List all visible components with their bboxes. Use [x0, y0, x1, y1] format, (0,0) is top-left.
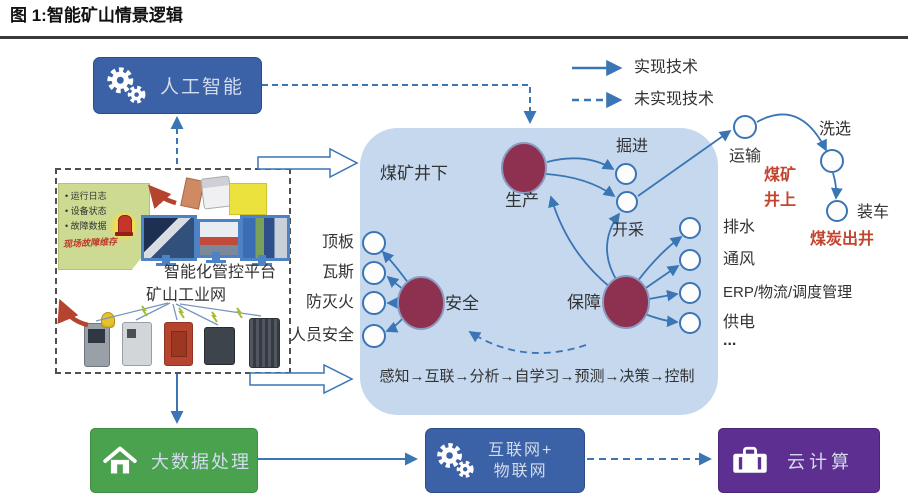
figure-title: 图 1:智能矿山情景逻辑 — [10, 6, 183, 25]
surface-label-line1: 煤矿 — [764, 167, 797, 184]
support-item-drainage: 排水 — [723, 219, 756, 236]
bigdata-label: 大数据处理 — [151, 451, 251, 472]
coal-out-label: 煤炭出井 — [810, 231, 875, 248]
ai-box: 人工智能 — [93, 57, 262, 114]
legend-realized-label: 实现技术 — [634, 59, 699, 76]
handheld-device-icon — [84, 323, 110, 367]
safety-item-gas: 瓦斯 — [321, 264, 354, 281]
cabinet-device-icon — [122, 322, 152, 366]
intelligence-chain: 感知→互联→分析→自学习→预测→决策→控制 — [379, 368, 695, 385]
internet-iot-label: 互联网+ 物联网 — [488, 440, 553, 482]
monitor-screen — [197, 219, 241, 258]
monitor-stand — [258, 255, 266, 264]
industrial-net-label: 矿山工业网 — [145, 287, 226, 304]
washing-to-loading-arrow — [830, 172, 843, 200]
device-camera-icon — [200, 175, 233, 210]
legend-unrealized-label: 未实现技术 — [634, 91, 715, 108]
gears-icon — [104, 64, 150, 108]
extraction-label: 开采 — [611, 222, 644, 239]
finned-device-icon — [249, 318, 280, 368]
bigdata-box: 大数据处理 — [90, 428, 258, 493]
monitor-stand — [212, 252, 220, 261]
data-sources-box — [55, 168, 291, 374]
internet-iot-box: 互联网+ 物联网 — [425, 428, 585, 493]
washing-label: 洗选 — [818, 121, 851, 138]
data-note-list: 运行日志 设备状态 故障数据 — [65, 189, 149, 232]
note-item-run-log: 运行日志 — [65, 189, 149, 202]
underground-title: 煤矿井下 — [380, 164, 448, 183]
monitor-stand — [162, 255, 170, 264]
transformer-device-icon — [164, 322, 193, 366]
safety-item-personnel: 人员安全 — [289, 327, 354, 344]
support-item-more: ... — [723, 332, 737, 349]
note-item-fault-data: 故障数据 — [65, 219, 149, 232]
cloud-label: 云计算 — [787, 451, 853, 472]
support-item-power: 供电 — [723, 314, 756, 331]
yellow-panel-icon — [229, 183, 267, 215]
support-item-erp: ERP/物流/调度管理 — [723, 284, 853, 301]
ai-to-production-dashed-arrow — [262, 84, 537, 124]
ai-box-label: 人工智能 — [160, 77, 245, 98]
briefcase-icon — [731, 446, 769, 475]
monitor-stand — [206, 260, 226, 263]
control-platform-label: 智能化管控平台 — [163, 264, 276, 281]
production-hub-label: 生产 — [505, 191, 539, 210]
cloud-box: 云计算 — [718, 428, 880, 493]
surface-label-line2: 井上 — [764, 192, 797, 209]
monitor-stand — [156, 263, 176, 266]
internet-label: 互联网+ — [488, 441, 554, 459]
title-divider — [0, 36, 908, 39]
support-item-ventilation: 通风 — [723, 251, 756, 268]
iot-label: 物联网 — [493, 462, 548, 480]
alarm-lamp-base — [115, 232, 133, 236]
loading-label: 装车 — [856, 204, 889, 221]
note-footer: 现场故障维存 — [62, 236, 118, 250]
home-icon — [103, 446, 137, 476]
transport-label: 运输 — [728, 148, 761, 165]
gears-icon — [434, 440, 478, 482]
monitor-stand — [252, 263, 272, 266]
support-hub-label: 保障 — [567, 293, 601, 312]
warning-bulb-icon — [101, 312, 115, 328]
monitor-screen — [240, 215, 290, 261]
note-item-device-status: 设备状态 — [65, 204, 149, 217]
safety-item-roof: 顶板 — [321, 234, 354, 251]
tunneling-label: 掘进 — [615, 138, 648, 155]
safety-item-fire: 防灭火 — [305, 294, 354, 311]
switchgear-device-icon — [204, 327, 235, 365]
safety-hub-label: 安全 — [445, 294, 479, 313]
